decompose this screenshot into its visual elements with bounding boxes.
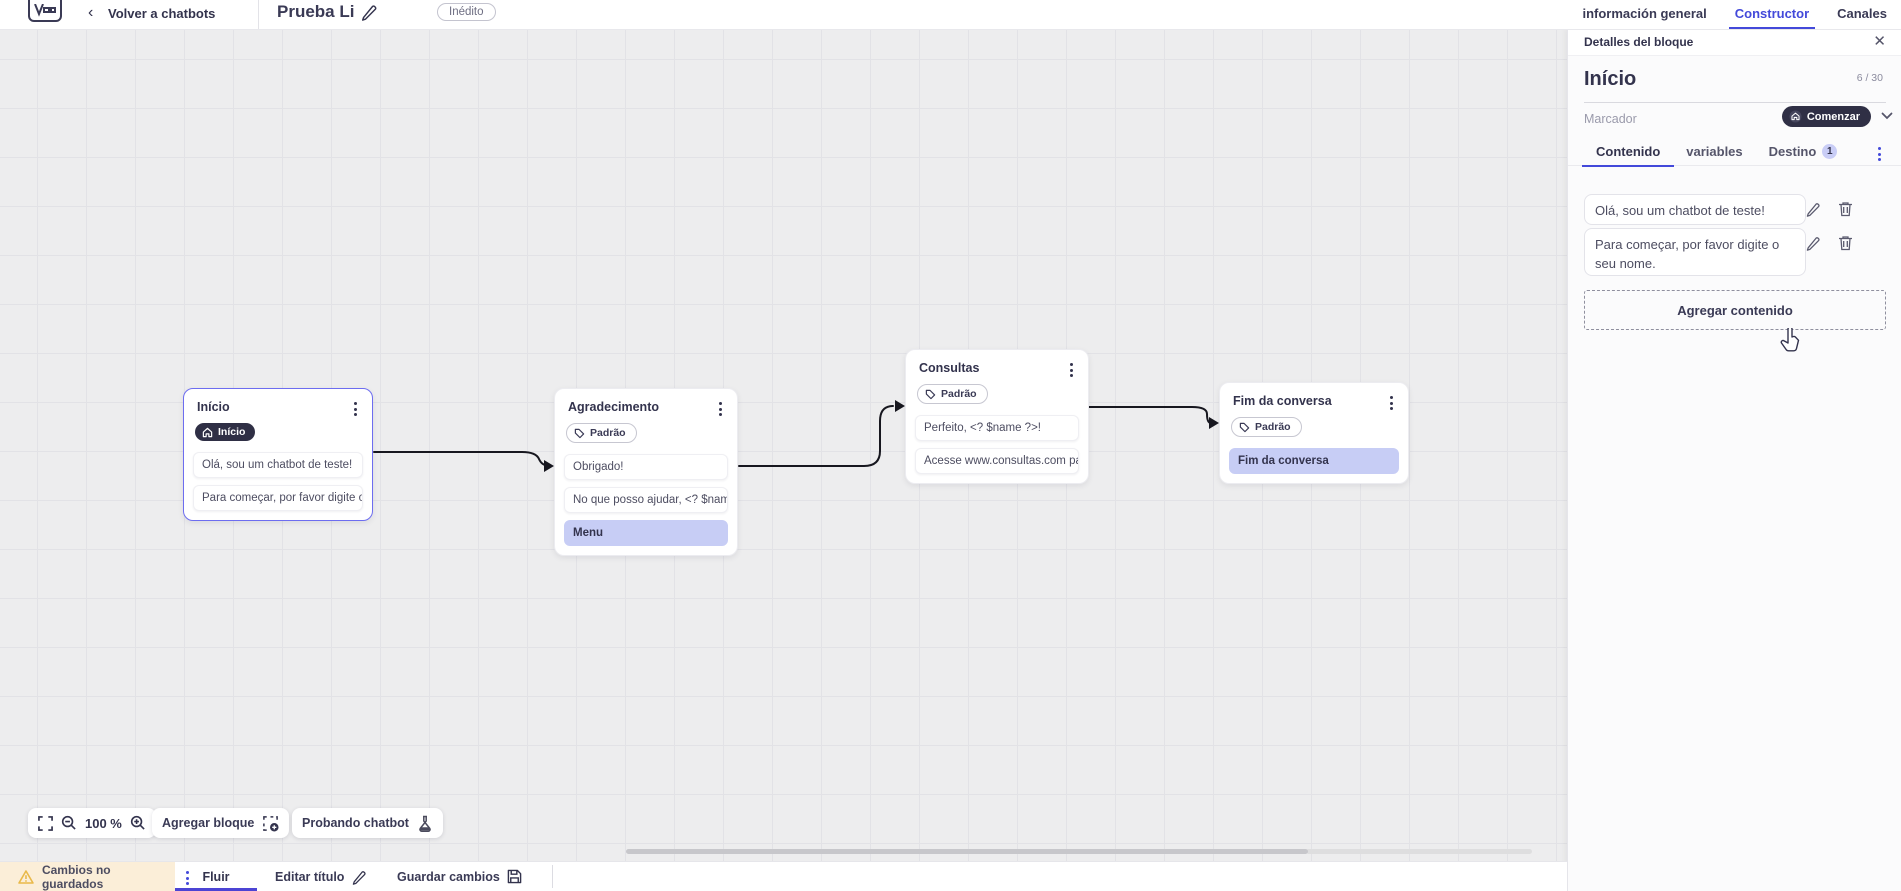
flow-menu-icon[interactable] [182,869,193,887]
block-fim-da-conversa[interactable]: Fim da conversa Padrão Fim da conversa [1219,382,1409,484]
edit-content-button[interactable] [1802,232,1824,254]
panel-tabs: Contenido variables Destino 1 [1568,138,1901,167]
block-title: Fim da conversa [1233,394,1332,408]
test-chatbot-button[interactable]: Probando chatbot [292,808,443,838]
block-content-row[interactable]: Para começar, por favor digite o ... [193,485,363,511]
hscrollbar-track[interactable] [1306,849,1532,854]
top-bar: ‹ Volver a chatbots Prueba Li Inédito in… [0,0,1901,30]
chatbot-title[interactable]: Prueba Li [277,2,355,21]
edit-flow-title-button[interactable]: Editar título [275,862,367,891]
tab-variables[interactable]: variables [1686,143,1743,159]
trash-icon [1838,202,1852,217]
main-tabs: información general Constructor Canales [1582,0,1887,30]
tab-destino[interactable]: Destino 1 [1769,138,1838,166]
marker-value: Comenzar [1806,110,1860,123]
block-consultas[interactable]: Consultas Padrão Perfeito, <? $name ?>! … [905,349,1089,484]
fullscreen-icon[interactable] [38,815,53,831]
unsaved-changes-label: Cambios no guardados [41,862,111,891]
pencil-icon [361,5,377,21]
delete-content-button[interactable] [1834,198,1856,220]
default-marker-badge: Padrão [1231,417,1302,437]
block-menu-icon[interactable] [715,400,726,418]
block-content-row[interactable]: Olá, sou um chatbot de teste! [193,452,363,478]
tab-constructor[interactable]: Constructor [1728,0,1816,30]
trash-icon [1838,236,1852,251]
app-logo-icon[interactable] [28,0,62,22]
add-block-button[interactable]: Agregar bloque [152,808,290,838]
marker-select[interactable]: Comenzar [1781,106,1871,127]
hscrollbar-thumb[interactable] [626,849,1308,854]
tab-contenido[interactable]: Contenido [1581,138,1675,167]
zoom-in-icon[interactable] [130,815,146,831]
unsaved-changes-chip: Cambios no guardados [0,862,175,891]
panel-tabs-menu-icon[interactable] [1874,145,1885,163]
block-content-row[interactable]: No que posso ajudar, <? $name ... [564,487,728,513]
home-icon [1789,110,1802,123]
block-content-row-highlighted[interactable]: Menu [564,520,728,546]
block-menu-icon[interactable] [1386,394,1397,412]
flask-icon [419,815,431,832]
block-name-input[interactable]: Início [1584,68,1637,90]
add-block-icon [263,815,279,832]
block-content-row[interactable]: Obrigado! [564,454,728,480]
block-agradecimento[interactable]: Agradecimento Padrão Obrigado! No que po… [554,388,738,556]
content-item[interactable]: Olá, sou um chatbot de teste! [1584,194,1806,225]
content-item[interactable]: Para começar, por favor digite o seu nom… [1584,228,1806,276]
back-to-chatbots-link[interactable]: Volver a chatbots [108,6,216,21]
tag-icon [1239,422,1250,432]
name-input-underline [1584,102,1886,103]
add-block-label: Agregar bloque [162,816,255,830]
marker-label: Marcador [1584,112,1637,126]
tag-icon [574,428,585,438]
edit-title-button[interactable] [360,3,378,21]
warning-icon [18,869,34,884]
zoom-level: 100 % [85,815,122,831]
home-icon [202,427,213,437]
block-details-panel: Detalles del bloque ✕ Início 6 / 30 Marc… [1567,28,1901,891]
add-content-button[interactable]: Agregar contenido [1584,290,1886,330]
default-marker-badge: Padrão [566,423,637,443]
logo-glyph-icon [34,4,56,17]
block-inicio[interactable]: Início Início Olá, sou um chatbot de tes… [183,388,373,521]
block-content-row-highlighted[interactable]: Fim da conversa [1229,448,1399,474]
zoom-controls: 100 % [28,808,156,838]
pencil-icon [1806,203,1820,217]
test-chatbot-label: Probando chatbot [302,816,409,830]
bottom-bar: Cambios no guardados Fluir Editar título… [0,861,1567,891]
block-title: Início [197,400,230,414]
block-menu-icon[interactable] [350,400,361,418]
save-changes-button[interactable]: Guardar cambios [397,862,522,891]
block-menu-icon[interactable] [1066,361,1077,379]
topbar-divider [258,0,259,29]
start-marker-badge: Início [195,423,256,441]
block-title: Agradecimento [568,400,659,414]
close-icon[interactable]: ✕ [1873,32,1886,50]
zoom-out-icon[interactable] [61,815,77,831]
chevron-down-icon[interactable] [1881,112,1893,120]
tag-icon [925,389,936,399]
block-title: Consultas [919,361,980,375]
default-marker-badge: Padrão [917,384,988,404]
tab-fluir[interactable]: Fluir [175,862,257,891]
block-content-row[interactable]: Perfeito, <? $name ?>! [915,415,1079,441]
status-badge: Inédito [437,3,496,21]
tab-canales[interactable]: Canales [1837,6,1887,21]
tab-informacion-general[interactable]: información general [1582,6,1707,21]
cursor-pointer [1780,328,1800,352]
char-counter: 6 / 30 [1856,72,1883,84]
pencil-icon [353,870,367,885]
back-chevron-icon[interactable]: ‹ [88,4,94,21]
panel-title: Detalles del bloque [1584,34,1694,49]
block-content-row[interactable]: Acesse www.consultas.com par... [915,448,1079,474]
save-icon [507,869,522,884]
flow-canvas[interactable]: Início Início Olá, sou um chatbot de tes… [0,30,1567,861]
delete-content-button[interactable] [1834,232,1856,254]
pencil-icon [1806,237,1820,251]
bottombar-divider [552,865,553,888]
edit-content-button[interactable] [1802,198,1824,220]
destino-count-badge: 1 [1822,144,1838,159]
